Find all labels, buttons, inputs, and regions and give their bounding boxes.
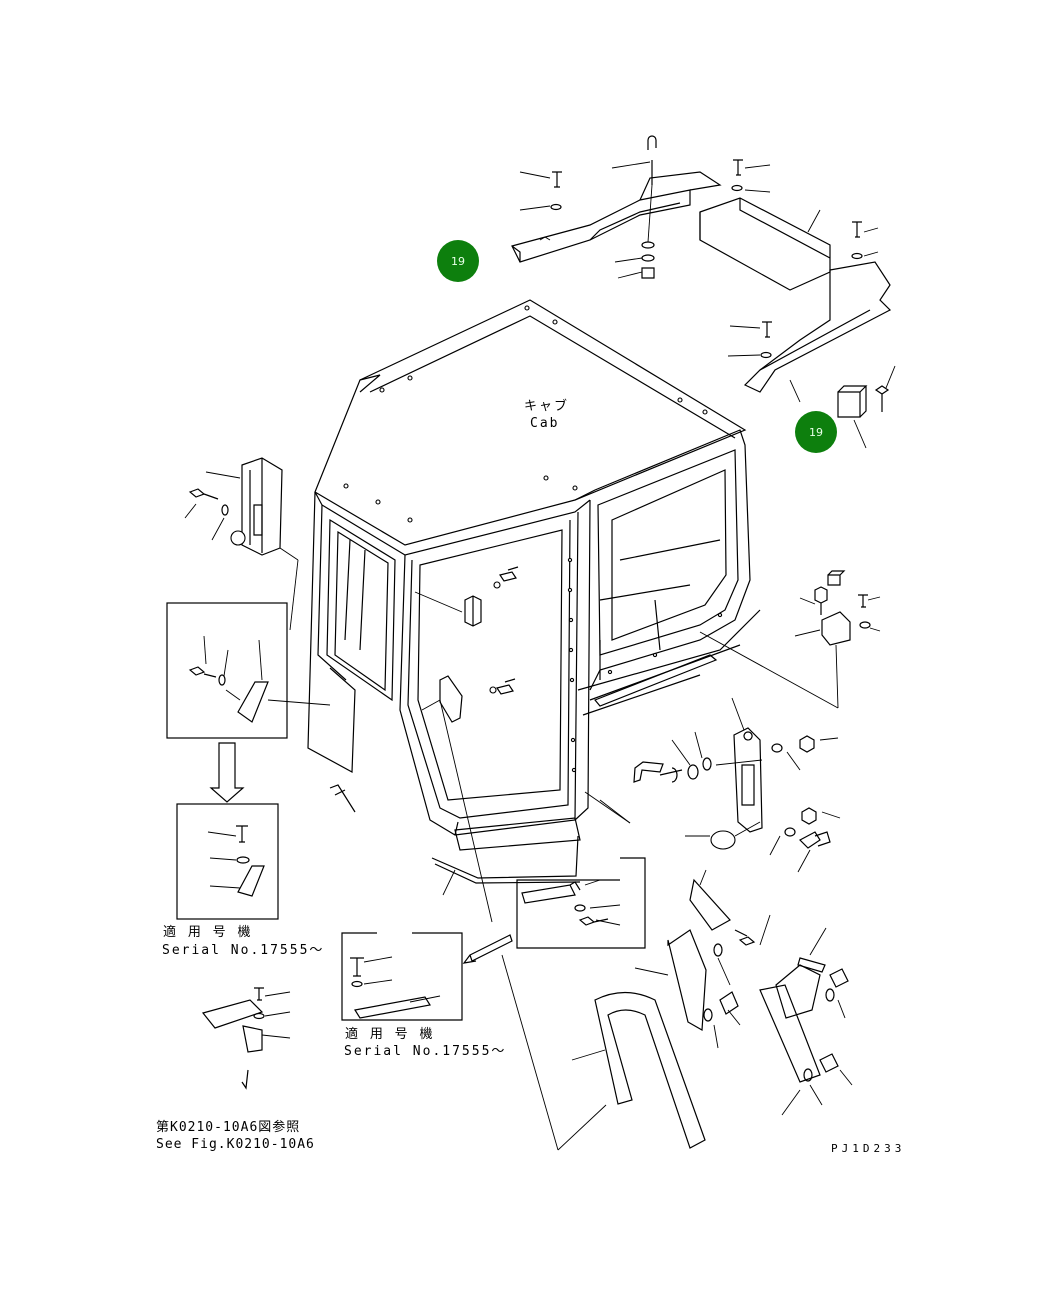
top-hardware-left (519, 135, 657, 279)
serial-note-1-en: Serial No.17555～ (162, 943, 325, 958)
top-left-bracket (511, 171, 722, 263)
top-right-bracket (727, 221, 896, 449)
cab-body (307, 299, 761, 851)
callout-19-right[interactable]: 19 (795, 411, 837, 453)
serial-note-2-en: Serial No.17555～ (344, 1044, 507, 1059)
right-step-bracket (699, 570, 881, 709)
reference-note-jp: 第K0210-10A6図参照 (156, 1120, 301, 1135)
lower-left-parts (201, 699, 581, 1090)
frame-rivets (567, 557, 723, 773)
detail-box-3 (516, 857, 646, 949)
roof-rivets (343, 305, 708, 523)
left-upper-handle (184, 457, 299, 631)
top-right-cover (699, 159, 831, 291)
detail-box-2 (176, 803, 279, 920)
right-handrail-assembly (584, 697, 841, 873)
cab-label-jp: キャブ (524, 399, 570, 414)
drawing-code: PJ1D233 (831, 1142, 906, 1155)
serial-note-1-jp: 適 用 号 機 (163, 925, 253, 940)
detail-box-1 (166, 602, 331, 803)
callout-19-top-left[interactable]: 19 (437, 240, 479, 282)
lower-right-brackets (634, 869, 853, 1116)
cab-label-en: Cab (530, 416, 560, 431)
detail-box-4 (341, 932, 513, 1021)
grab-handle-u (501, 954, 706, 1151)
reference-note-en: See Fig.K0210-10A6 (156, 1137, 315, 1152)
serial-note-2-jp: 適 用 号 機 (345, 1027, 435, 1042)
